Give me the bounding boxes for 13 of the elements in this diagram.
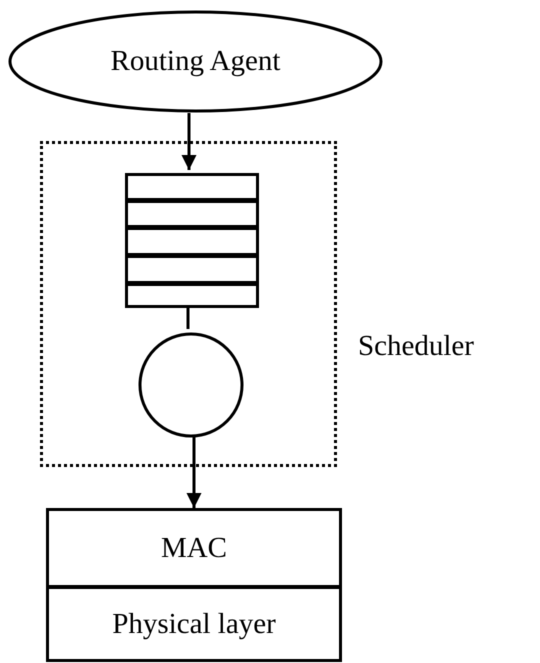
agent-ellipse bbox=[8, 10, 383, 113]
layer-box bbox=[46, 508, 342, 588]
node-label: Routing Agent bbox=[110, 47, 280, 76]
queue-drawing bbox=[125, 173, 259, 308]
layer-box bbox=[46, 586, 342, 662]
node-label: Physical layer bbox=[112, 610, 276, 638]
node-label: MAC bbox=[160, 534, 228, 562]
connector-line bbox=[186, 305, 190, 329]
server-circle bbox=[138, 332, 244, 438]
scheduler-boundary bbox=[40, 141, 337, 467]
group-label: Scheduler bbox=[358, 332, 474, 361]
arrow bbox=[186, 435, 202, 508]
arrow bbox=[182, 113, 196, 170]
